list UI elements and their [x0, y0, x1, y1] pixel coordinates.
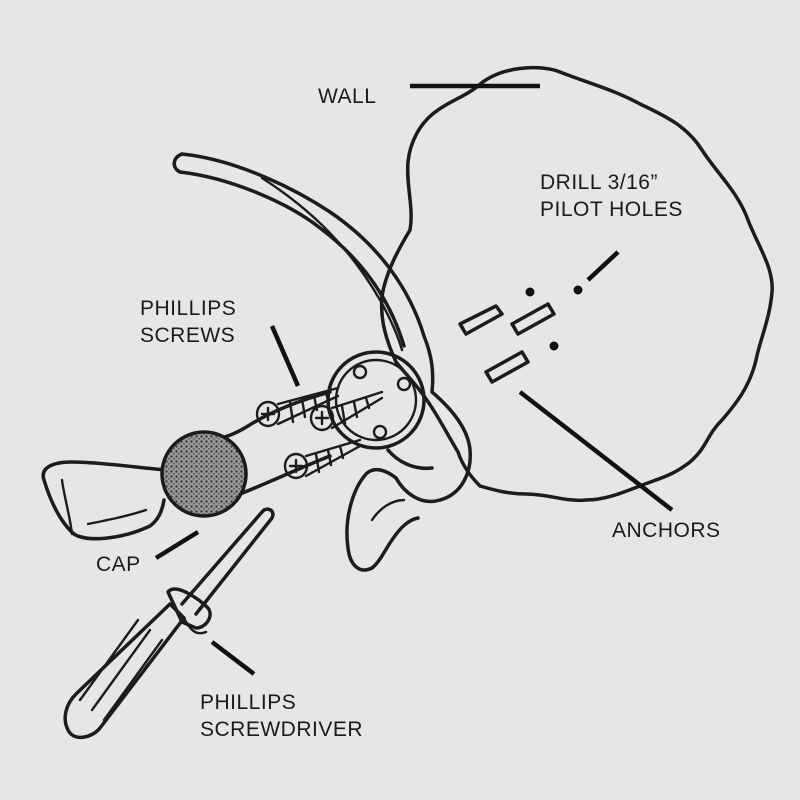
screws-label-line1: PHILLIPS [140, 297, 237, 320]
wall-outline [379, 65, 774, 503]
hook-arm [180, 152, 472, 504]
plate-hole-bottom [372, 424, 388, 440]
pilot-holes-label-line2: PILOT HOLES [540, 197, 683, 221]
hook-lip-inner [370, 498, 406, 522]
anchor-1 [458, 304, 504, 336]
phillips-screw-2 [309, 390, 384, 432]
screwdriver-label-line2: SCREWDRIVER [200, 717, 364, 741]
cap-disc [160, 430, 248, 518]
mounting-plate [326, 350, 426, 450]
plate-hole-right [396, 376, 412, 392]
plate-collar [386, 448, 434, 471]
anchors-leader [518, 390, 674, 512]
pilot-hole-3 [549, 341, 559, 351]
screws-leader [269, 325, 301, 387]
hook-handle [41, 460, 168, 541]
pilot-hole-1 [525, 287, 535, 297]
hook-handle-edge [86, 508, 148, 526]
cap-label: CAP [96, 553, 141, 576]
hook-arm-inner [178, 170, 406, 348]
anchor-3 [484, 350, 530, 384]
plate-hole-top [352, 364, 368, 380]
screws-label: PHILLIPS SCREWS [140, 296, 236, 350]
screwdriver-leader [210, 640, 256, 676]
pilot-holes-label: DRILL 3/16” PILOT HOLES [540, 170, 683, 224]
pilot-holes-leader [586, 250, 620, 282]
hook-tip [172, 152, 184, 174]
screwdriver-label-line1: PHILLIPS [200, 691, 297, 714]
cap-leader [154, 530, 200, 560]
hook-handle-inner [60, 478, 74, 536]
anchor-2 [510, 302, 556, 336]
pilot-hole-2 [573, 285, 583, 295]
pilot-holes-label-line1: DRILL 3/16” [540, 171, 658, 194]
screws-label-line2: SCREWS [140, 323, 236, 347]
wall-label: WALL [318, 85, 377, 108]
phillips-screw-3 [283, 438, 362, 480]
screwdriver-label: PHILLIPS SCREWDRIVER [200, 690, 363, 744]
phillips-screw-1 [255, 386, 340, 428]
anchors-label: ANCHORS [612, 519, 721, 542]
hook-lip [345, 467, 420, 572]
mounting-plate-inner [334, 358, 418, 442]
phillips-screwdriver [63, 507, 275, 740]
hook-arm-groove [260, 176, 404, 352]
